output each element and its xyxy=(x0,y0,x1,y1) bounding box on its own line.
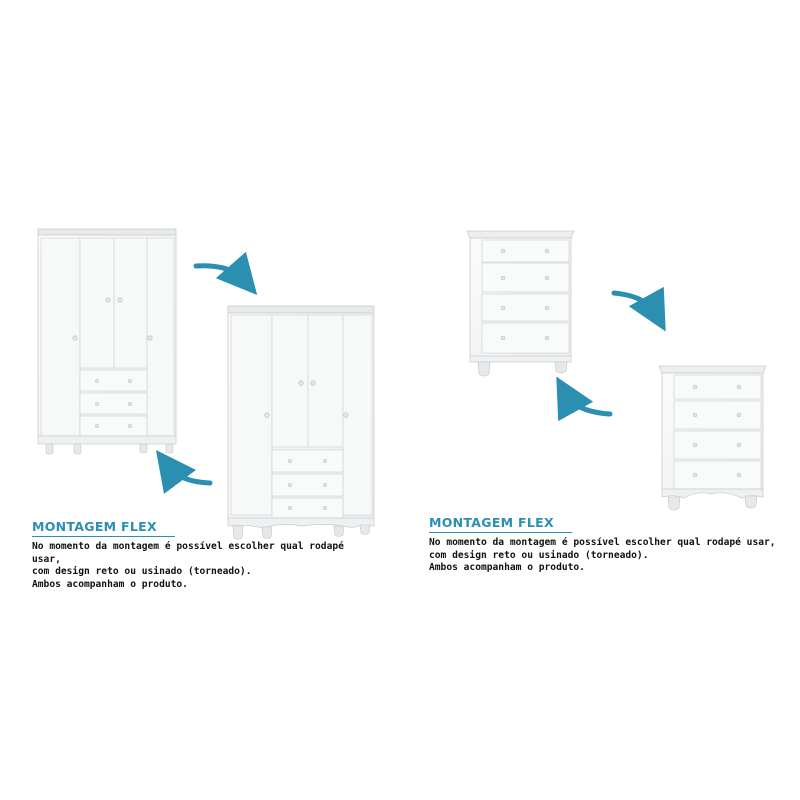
chest-of-drawers-straight-base xyxy=(466,230,575,377)
caption-line: com design reto ou usinado (torneado). xyxy=(32,566,252,577)
caption-line: No momento da montagem é possível escolh… xyxy=(429,537,776,548)
curved-arrow-icon xyxy=(611,286,666,332)
caption-line: Ambos acompanham o produto. xyxy=(32,578,188,590)
curved-arrow-icon xyxy=(155,450,213,495)
caption-line: com design reto ou usinado (torneado). xyxy=(429,549,649,561)
caption-heading: MONTAGEM FLEX xyxy=(32,519,175,537)
caption-heading: MONTAGEM FLEX xyxy=(429,515,572,533)
wardrobe-straight-base xyxy=(37,228,177,455)
curved-arrow-icon xyxy=(556,376,613,422)
wardrobe-turned-base xyxy=(227,305,375,540)
caption-line: Ambos acompanham o produto. xyxy=(429,562,585,573)
caption-line: No momento da montagem é possível escolh… xyxy=(32,541,344,565)
caption-right: MONTAGEM FLEX No momento da montagem é p… xyxy=(429,512,789,575)
curved-arrow-icon xyxy=(193,251,258,296)
chest-of-drawers-turned-base xyxy=(658,365,767,511)
caption-left: MONTAGEM FLEX No momento da montagem é p… xyxy=(32,516,377,591)
